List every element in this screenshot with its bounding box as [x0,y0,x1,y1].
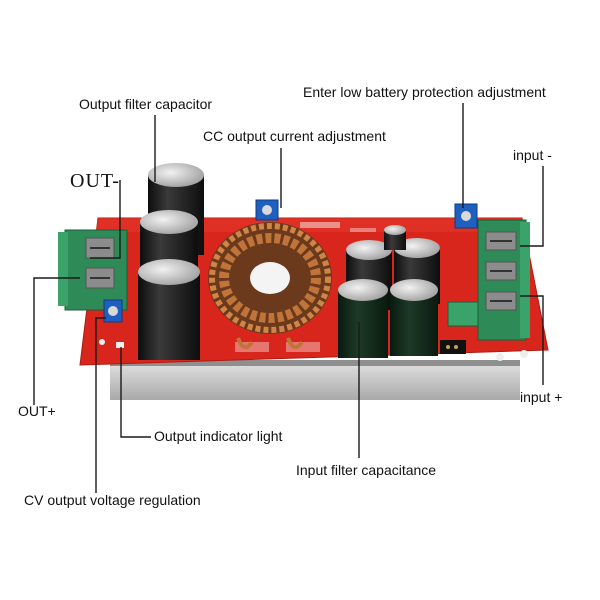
output-filter-capacitors [138,163,204,360]
leader-cv-output [95,317,106,493]
toroid-inductor [208,222,332,350]
label-output-filter-capacitor: Output filter capacitor [79,96,213,112]
output-terminal-block [58,229,128,311]
label-output-indicator-light: Output indicator light [154,428,283,444]
label-input-minus: input - [513,147,552,163]
output-indicator-led [116,342,124,348]
leader-out-plus [33,277,80,405]
label-out-plus: OUT+ [18,403,56,419]
label-cv-output-voltage: CV output voltage regulation [24,492,201,508]
label-input-plus: input + [520,389,563,405]
cc-potentiometer [255,199,279,221]
cv-potentiometer [103,299,123,323]
label-low-battery-protection: Enter low battery protection adjustment [303,84,546,100]
leader-lines [33,103,544,493]
label-cc-output-current: CC output current adjustment [203,128,386,144]
low-battery-potentiometer [454,203,478,229]
leader-output-indicator [120,347,151,438]
label-out-minus: OUT- [70,170,120,192]
input-terminal-block [477,219,530,341]
leader-out-minus [90,180,121,259]
input-filter-capacitors [338,225,440,358]
label-input-filter-capacitance: Input filter capacitance [296,462,437,478]
heatsink [110,360,520,400]
leader-input-plus [520,295,544,385]
leader-input-minus [520,166,544,247]
green-jumper [447,301,479,327]
